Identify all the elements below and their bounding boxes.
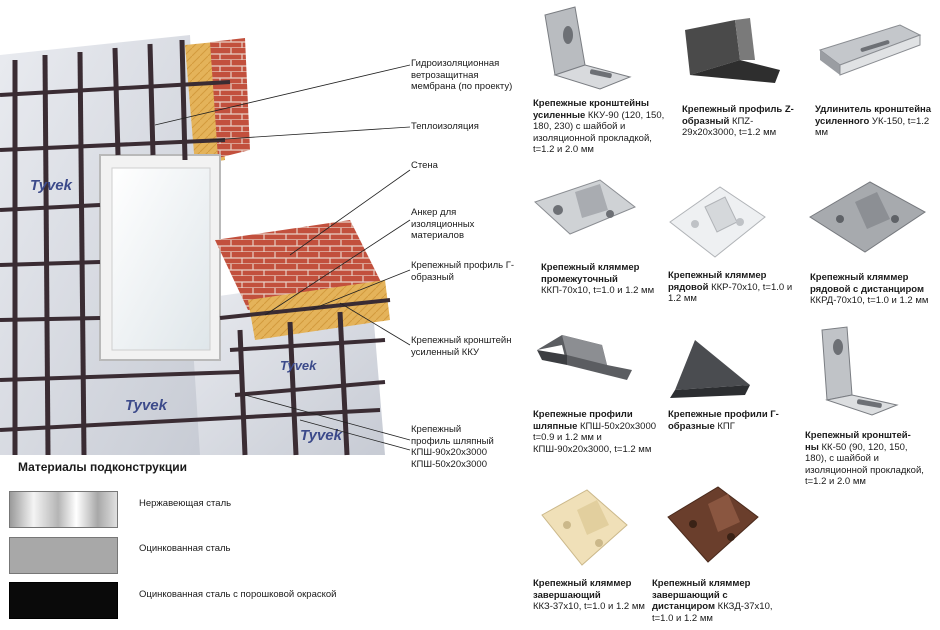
facade-cutaway-diagram: Tyvek Tyvek Tyvek Tyvek — [0, 35, 411, 456]
product-kkp: Крепежный кляммер промежуточный ККП-70х1… — [541, 262, 655, 296]
tyvek-mark: Tyvek — [30, 177, 73, 194]
product-kpz: Крепежный профиль Z-образный КПZ-29х20х3… — [682, 104, 794, 138]
product-uk: Удлинитель кронштейна усиленного УК-150,… — [815, 104, 932, 138]
kkrd-clip-image — [809, 181, 926, 253]
uk-extension-image — [818, 24, 922, 76]
legend-label-powder: Оцинкованная сталь с порошковой окраской — [139, 589, 337, 600]
z-profile-image — [685, 18, 780, 83]
swatch-powder-coated — [9, 582, 118, 619]
kk-bracket-image — [821, 326, 899, 416]
insulation-corner — [248, 280, 390, 340]
product-kkzd: Крепежный кляммер завершающий с дистанци… — [652, 578, 773, 624]
callout-bracket: Крепежный кронштейн усиленный ККУ — [411, 335, 512, 358]
legend-label-stainless: Нержавеющая сталь — [139, 498, 232, 509]
callout-insulation: Теплоизоляция — [411, 121, 479, 132]
product-kkrd: Крепежный кляммер рядовой с дистанциром … — [810, 272, 929, 306]
product-kku: Крепежные кронштейны усиленные ККУ-90 (1… — [533, 98, 665, 155]
callout-hat-profile: Крепежный профиль шляпный КПШ-90х20х3000… — [411, 424, 494, 470]
product-kpg: Крепежные профили Г- образные КПГ — [668, 409, 779, 432]
kkp-clip-image — [534, 179, 636, 235]
l-profile-image — [670, 340, 750, 398]
callout-anchor: Анкер для изоляционных материалов — [411, 207, 475, 241]
tyvek-mark: Tyvek — [280, 358, 317, 373]
callout-wall: Стена — [411, 160, 438, 171]
legend-title: Материалы подконструкции — [18, 460, 187, 474]
legend-label-galvanized: Оцинкованная сталь — [139, 543, 231, 554]
product-kpsh: Крепежные профили шляпные КПШ-50х20х3000… — [533, 409, 657, 455]
swatch-galvanized-steel — [9, 537, 118, 574]
product-kk: Крепежный кронштей- ны КК-50 (90, 120, 1… — [805, 430, 924, 487]
product-kkr: Крепежный кляммер рядовой ККР-70х10, t=1… — [668, 270, 793, 304]
tyvek-mark: Tyvek — [125, 397, 168, 414]
product-kkz: Крепежный кляммер завершающий ККЗ-37х10,… — [533, 578, 645, 612]
swatch-stainless-steel — [9, 491, 118, 528]
kkzd-clip-image — [667, 486, 759, 563]
tyvek-mark: Tyvek — [300, 427, 343, 444]
callout-membrane: Гидроизоляционная ветрозащитная мембрана… — [411, 58, 513, 92]
window-glass — [111, 167, 211, 351]
kkz-clip-image — [541, 489, 628, 566]
kku-bracket-image — [544, 6, 632, 90]
callout-l-profile: Крепежный профиль Г-образный — [411, 260, 515, 283]
kkr-clip-image — [669, 186, 766, 258]
brick-top — [210, 38, 250, 158]
hat-profile-image — [537, 335, 632, 380]
